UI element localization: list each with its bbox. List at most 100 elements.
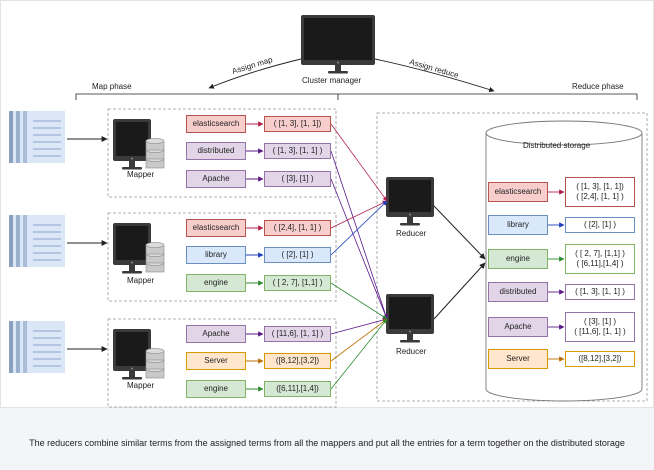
reducer-label-1: Reducer xyxy=(396,229,427,238)
assign-map-arrow xyxy=(208,58,302,89)
monitor-screen xyxy=(116,332,148,366)
storage-term-3: engine xyxy=(488,249,548,269)
shuffle-arrow-4 xyxy=(330,200,388,229)
shuffle-arrow-2 xyxy=(330,150,388,320)
monitor-power-dot xyxy=(131,261,133,264)
mapper-computer-1 xyxy=(113,119,151,170)
storage-value-3: ( [ 2, 7], [1,1] )( [6,11],[1,4] ) xyxy=(565,244,635,274)
reducer-1-to-storage-arrow xyxy=(433,205,486,260)
database-disk-top xyxy=(145,138,165,144)
storage-value-4-line-1: ( [1, 3], [1, 1] ) xyxy=(575,287,625,296)
mapper-group-frame-2 xyxy=(107,212,337,302)
figure-caption: The reducers combine similar terms from … xyxy=(0,408,654,470)
storage-term-4: distributed xyxy=(488,282,548,302)
mapper-label-3: Mapper xyxy=(127,381,155,390)
storage-value-3-line-1: ( [ 2, 7], [1,1] ) xyxy=(575,249,625,258)
database-disk-top xyxy=(145,348,165,354)
document-binder-3 xyxy=(23,215,27,267)
mapper-1-value-3: ( [3], [1] ) xyxy=(264,171,331,187)
mapper-1-value-2: ( [1, 3], [1, 1] ) xyxy=(264,143,331,159)
monitor-neck xyxy=(129,161,135,167)
input-document-stack-2 xyxy=(9,215,65,267)
storage-value-4: ( [1, 3], [1, 1] ) xyxy=(565,284,635,300)
storage-term-2: library xyxy=(488,215,548,235)
reducer-computer-2 xyxy=(386,294,434,343)
storage-title: Distributed storage xyxy=(523,141,591,150)
document-binder-1 xyxy=(9,321,13,373)
storage-value-1-line-2: ( [2,4], [1, 1] ) xyxy=(576,192,624,201)
storage-term-1: elasticsearch xyxy=(488,182,548,202)
mapper-3-value-1: ( [11,6], [1, 1] ) xyxy=(264,326,331,342)
reducer-computer-1 xyxy=(386,177,434,226)
mapper-database-2 xyxy=(145,242,165,273)
document-binder-2 xyxy=(16,111,20,163)
mapper-database-1 xyxy=(145,138,165,169)
mapper-2-term-3: engine xyxy=(186,274,246,292)
assign-reduce-arrow xyxy=(374,58,495,93)
monitor-power-dot xyxy=(337,61,339,64)
shuffle-arrow-1 xyxy=(330,123,388,202)
mapper-label-2: Mapper xyxy=(127,276,155,285)
input-document-stack-3 xyxy=(9,321,65,373)
storage-term-5: Apache xyxy=(488,317,548,337)
mapper-label-1: Mapper xyxy=(127,170,155,179)
document-binder-1 xyxy=(9,111,13,163)
mapper-computer-3 xyxy=(113,329,151,380)
storage-value-1: ( [1, 3], [1, 1])( [2,4], [1, 1] ) xyxy=(565,177,635,207)
monitor-stand xyxy=(122,377,142,380)
storage-term-6: Server xyxy=(488,349,548,369)
storage-value-5: ( [3], [1] )( [11,6], [1, 1] ) xyxy=(565,312,635,342)
reducer-label-2: Reducer xyxy=(396,347,427,356)
reduce-phase-label: Reduce phase xyxy=(572,82,624,91)
mapper-2-term-1: elasticsearch xyxy=(186,219,246,237)
storage-value-6: ([8,12],[3,2]) xyxy=(565,351,635,367)
monitor-power-dot xyxy=(409,213,411,216)
monitor-stand xyxy=(122,167,142,170)
phase-bracket xyxy=(75,93,638,100)
mapper-3-value-2: ([8,12],[3,2]) xyxy=(264,353,331,369)
monitor-power-dot xyxy=(131,157,133,160)
document-binder-3 xyxy=(23,111,27,163)
mapper-computer-2 xyxy=(113,223,151,274)
monitor-screen xyxy=(389,180,431,212)
document-binder-2 xyxy=(16,321,20,373)
monitor-stand xyxy=(400,340,420,343)
storage-value-6-line-1: ([8,12],[3,2]) xyxy=(578,354,622,363)
mapper-group-frame-3 xyxy=(107,318,337,408)
reduce-area-frame xyxy=(376,112,648,402)
monitor-stand xyxy=(122,271,142,274)
storage-value-2-line-1: ( [2], [1] ) xyxy=(583,220,616,229)
mapper-1-term-3: Apache xyxy=(186,170,246,188)
mapper-3-term-1: Apache xyxy=(186,325,246,343)
storage-value-1-line-1: ( [1, 3], [1, 1]) xyxy=(576,182,624,191)
mapper-database-3 xyxy=(145,348,165,379)
mapper-3-value-3: ([6,11],[1,4]) xyxy=(264,381,331,397)
input-document-stack-1 xyxy=(9,111,65,163)
monitor-power-dot xyxy=(409,330,411,333)
monitor-neck xyxy=(129,265,135,271)
shuffle-arrow-9 xyxy=(330,318,388,390)
shuffle-arrow-3 xyxy=(330,178,388,320)
monitor-screen xyxy=(116,122,148,156)
storage-value-2: ( [2], [1] ) xyxy=(565,217,635,233)
monitor-power-dot xyxy=(131,367,133,370)
mapper-3-term-2: Server xyxy=(186,352,246,370)
cluster-manager-label: Cluster manager xyxy=(302,76,362,85)
mapper-3-term-3: engine xyxy=(186,380,246,398)
shuffle-arrow-5 xyxy=(330,200,388,256)
map-phase-label: Map phase xyxy=(92,82,132,91)
shuffle-arrow-7 xyxy=(330,317,388,335)
mapper-1-term-2: distributed xyxy=(186,142,246,160)
monitor-stand xyxy=(328,71,348,74)
shuffle-arrow-6 xyxy=(330,282,388,320)
cluster-manager-computer xyxy=(301,15,375,74)
monitor-neck xyxy=(407,334,413,340)
storage-cylinder-top xyxy=(485,120,643,146)
reducer-2-to-storage-arrow xyxy=(433,262,486,320)
monitor-neck xyxy=(335,65,341,71)
mapper-2-value-3: ( [ 2, 7], [1,1] ) xyxy=(264,275,331,291)
document-binder-3 xyxy=(23,321,27,373)
monitor-screen xyxy=(116,226,148,260)
